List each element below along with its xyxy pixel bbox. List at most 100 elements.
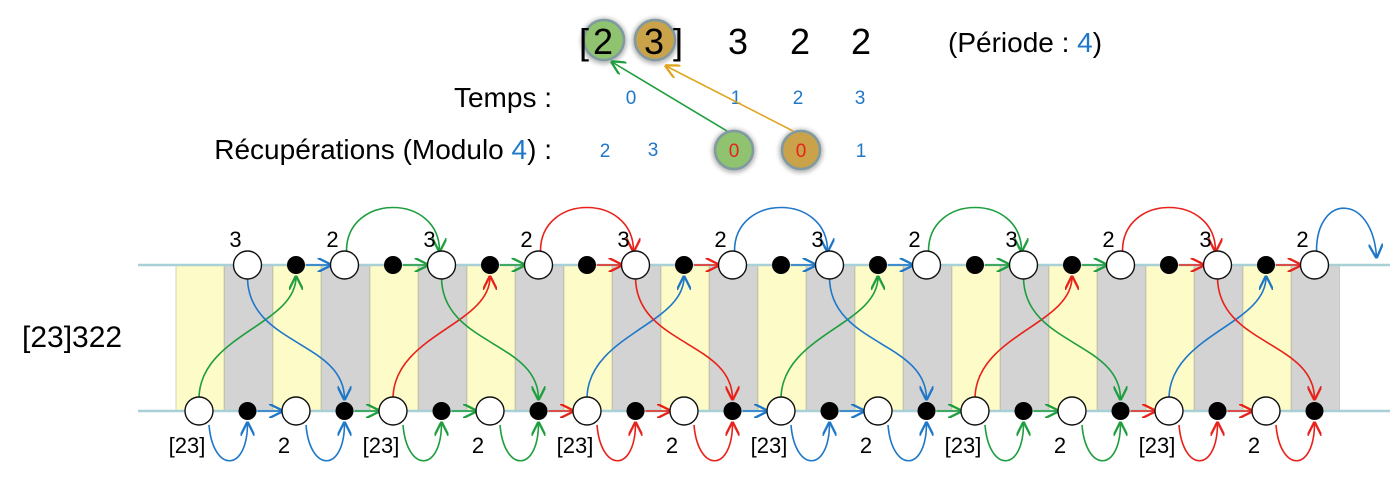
- period-value: 4: [1077, 27, 1093, 58]
- modulo-value: 4: [512, 134, 528, 165]
- cross-throw-down: [1216, 276, 1315, 399]
- recup-value: 1: [856, 141, 867, 162]
- bottom-arc: [887, 423, 927, 462]
- cross-throw-down: [1022, 276, 1121, 399]
- time-stripe: [1048, 264, 1098, 412]
- seq-second-value: 3: [644, 21, 664, 62]
- bottom-throw-label: 2: [666, 433, 678, 458]
- catch-node: [1111, 402, 1130, 420]
- throw-node: [426, 250, 457, 280]
- catch-node: [432, 402, 451, 420]
- throw-node: [911, 250, 942, 280]
- temps-value: 1: [731, 88, 742, 109]
- bottom-throw-label: [23]: [751, 433, 788, 458]
- time-stripe: [903, 264, 952, 412]
- catch-node: [1160, 256, 1178, 274]
- throw-node: [1057, 396, 1087, 426]
- throw-node: [1105, 250, 1136, 280]
- bottom-throw-label: 2: [278, 433, 290, 458]
- temps-value: 3: [855, 88, 866, 109]
- catch-node: [869, 256, 887, 274]
- top-throw-label: 3: [229, 227, 241, 252]
- bottom-arc: [402, 423, 442, 462]
- highlight-circle-gold: [633, 18, 677, 62]
- cross-throw-down: [246, 276, 345, 399]
- mapping-arrow-orange: [666, 66, 794, 132]
- top-throw-label: 3: [423, 227, 435, 252]
- bottom-throw-label: 2: [860, 433, 872, 458]
- highlight-circle-green: [713, 129, 755, 171]
- sequence-header: [ 2 3 ] 3 2 2 (Période : 4): [579, 18, 1102, 64]
- time-stripe: [854, 264, 904, 412]
- top-arc: [539, 206, 634, 252]
- catch-node: [772, 256, 790, 274]
- bottom-arc: [305, 423, 345, 462]
- time-stripe: [660, 264, 710, 412]
- throw-node: [281, 396, 311, 426]
- bottom-throw-label: [23]: [363, 433, 400, 458]
- recup-highlight-value: 0: [796, 141, 807, 162]
- throw-node: [717, 250, 748, 280]
- mapping-arrow-green: [612, 62, 728, 132]
- recup-value: 3: [648, 140, 659, 161]
- bottom-throw-label: [23]: [1139, 433, 1176, 458]
- throw-node: [1251, 396, 1281, 426]
- cross-throw-up: [586, 277, 684, 400]
- seq-rest-value: 3: [728, 21, 748, 62]
- top-throw-label: 3: [1005, 227, 1017, 252]
- temps-row: Temps : 0 1 2 3: [454, 82, 865, 113]
- period-label: (Période : 4): [948, 27, 1102, 58]
- cross-throw-up: [198, 277, 296, 400]
- bottom-arc: [790, 423, 830, 462]
- time-stripe: [1291, 264, 1340, 412]
- bottom-arc: [596, 423, 636, 462]
- seq-bracket-close: ]: [673, 21, 683, 62]
- top-arc: [927, 206, 1022, 252]
- cross-throw-up: [974, 277, 1072, 400]
- bottom-arc: [499, 423, 539, 462]
- catch-node: [335, 402, 354, 420]
- catch-node: [626, 402, 645, 420]
- temps-label: Temps :: [454, 82, 552, 113]
- top-arc: [1121, 206, 1216, 252]
- cross-throw-down: [828, 276, 927, 399]
- throw-node: [620, 250, 651, 280]
- throw-node: [669, 396, 699, 426]
- throw-node: [232, 250, 263, 280]
- catch-node: [384, 256, 402, 274]
- catch-node: [238, 402, 257, 420]
- bottom-throw-label: 2: [1054, 433, 1066, 458]
- throw-node: [863, 396, 893, 426]
- throw-node: [814, 250, 845, 280]
- throw-node: [1299, 250, 1330, 280]
- cross-throw-up: [1168, 277, 1266, 400]
- top-throw-label: 2: [908, 227, 920, 252]
- catch-node: [578, 256, 596, 274]
- top-throw-label: 3: [617, 227, 629, 252]
- pattern-label: [23]322: [22, 321, 122, 354]
- cross-throw-up: [780, 277, 878, 400]
- bottom-throw-label: 2: [472, 433, 484, 458]
- recup-label: Récupérations (Modulo 4) :: [214, 134, 552, 165]
- top-throw-label: 2: [1102, 227, 1114, 252]
- seq-bracket-open: [: [579, 21, 589, 62]
- time-stripe: [1097, 264, 1146, 412]
- temps-value: 0: [626, 88, 637, 109]
- highlight-circle-green: [582, 18, 626, 62]
- cross-throw-down: [440, 276, 539, 399]
- time-stripes: [175, 264, 1340, 412]
- throw-node: [572, 396, 602, 426]
- recup-highlight-value: 0: [729, 141, 740, 162]
- bottom-arc: [1081, 423, 1121, 462]
- cross-throw-up: [392, 277, 490, 400]
- bottom-throw-label: [23]: [169, 433, 206, 458]
- throw-node: [1008, 250, 1039, 280]
- catch-node: [723, 402, 742, 420]
- catch-node: [820, 402, 839, 420]
- seq-rest-value: 2: [790, 21, 810, 62]
- top-throw-label: 3: [811, 227, 823, 252]
- throw-node: [523, 250, 554, 280]
- catch-node: [1305, 402, 1324, 420]
